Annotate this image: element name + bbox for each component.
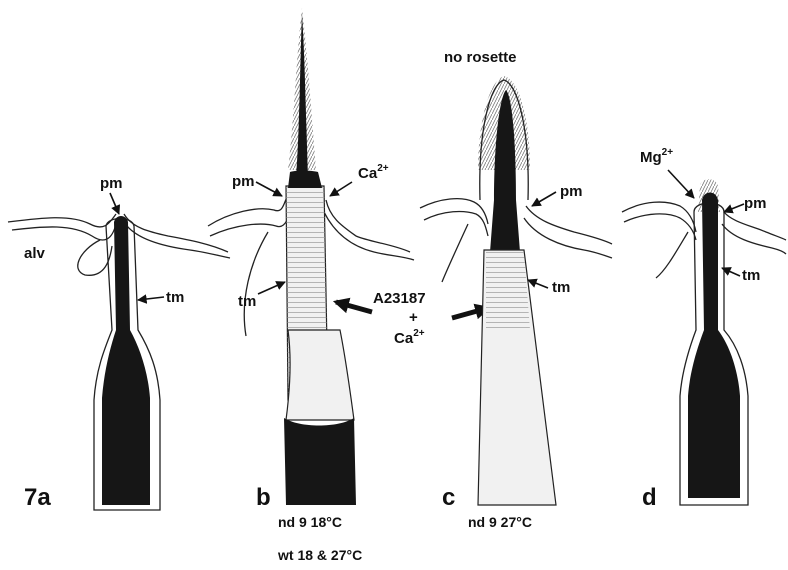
label-pm-c: pm: [560, 183, 583, 200]
label-ca-b: Ca2+: [358, 163, 389, 182]
caption-b-line1: nd 9 18°C: [278, 514, 342, 530]
panel-label-b: b: [256, 484, 271, 511]
caption-c-line1: nd 9 27°C: [468, 514, 532, 530]
caption-b-line2: wt 18 & 27°C: [277, 547, 362, 563]
label-pm-b: pm: [232, 173, 255, 190]
label-mg-d: Mg2+: [640, 147, 673, 166]
label-tm-b: tm: [238, 293, 256, 310]
panel-label-d: d: [642, 484, 657, 511]
panel-d: d Mg2+ pm tm: [622, 147, 786, 511]
panel-label-a: 7a: [24, 484, 51, 511]
ionophore-annotation: A23187 + Ca2+: [336, 290, 488, 347]
label-tm-d: tm: [742, 267, 760, 284]
label-plus: +: [409, 309, 418, 326]
panel-c: c no rosette pm tm nd 9 27°C: [420, 49, 612, 530]
label-no-rosette: no rosette: [444, 49, 517, 66]
label-tm-c: tm: [552, 279, 570, 296]
label-alv: alv: [24, 245, 46, 262]
panel-b: b pm Ca2+ tm nd 9 18°C wt 18 & 27°C: [208, 8, 414, 563]
label-ca-center: Ca2+: [394, 328, 425, 347]
label-ionophore: A23187: [373, 290, 426, 307]
label-pm-d: pm: [744, 195, 767, 212]
panel-label-c: c: [442, 484, 455, 511]
panel-a: 7a pm alv tm: [8, 175, 230, 511]
label-tm-a: tm: [166, 289, 184, 306]
label-pm-a: pm: [100, 175, 123, 192]
